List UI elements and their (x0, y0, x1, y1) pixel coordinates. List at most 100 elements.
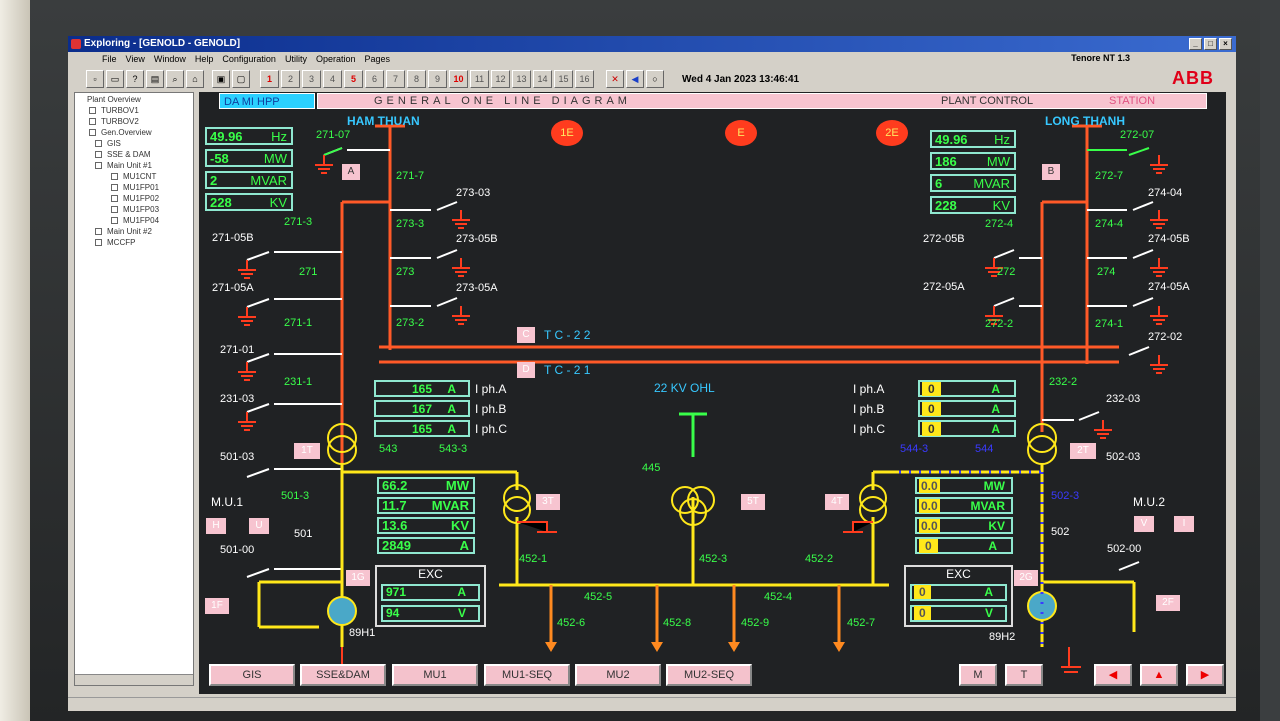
tag-v[interactable]: V (1134, 516, 1154, 532)
nav-mu2-button[interactable]: MU2 (575, 664, 661, 686)
open-folder-icon[interactable]: ▭ (106, 70, 124, 88)
nav-m-button[interactable]: M (959, 664, 997, 686)
label-271: 271 (299, 266, 318, 278)
nav-t-button[interactable]: T (1005, 664, 1043, 686)
menu-bar: File View Window Help Configuration Util… (68, 52, 1236, 66)
page-button-2[interactable]: 2 (281, 70, 300, 88)
label-501-3: 501-3 (281, 490, 310, 502)
nav-sse-dam-button[interactable]: SSE&DAM (300, 664, 386, 686)
menu-operation[interactable]: Operation (315, 54, 356, 64)
back-arrow-icon[interactable]: ◀ (626, 70, 644, 88)
tag-5t[interactable]: 5T (741, 494, 765, 510)
page-button-16[interactable]: 16 (575, 70, 594, 88)
nav-mu1-seq-button[interactable]: MU1-SEQ (484, 664, 570, 686)
circle-icon[interactable]: ○ (646, 70, 664, 88)
tag-u[interactable]: U (249, 518, 269, 534)
tag-2g[interactable]: 2G (1014, 570, 1038, 586)
tag-3t[interactable]: 3T (536, 494, 560, 510)
toolbar: ▫ ▭ ? ▤ ⌕ ⌂ ▣ ▢ 1 2 3 4 5 6 7 8 9 10 11 … (68, 67, 1168, 91)
page-button-12[interactable]: 12 (491, 70, 510, 88)
tree-item[interactable]: SSE & DAM (95, 150, 151, 159)
menu-view[interactable]: View (125, 54, 145, 64)
page-button-7[interactable]: 7 (386, 70, 405, 88)
menu-utility[interactable]: Utility (284, 54, 307, 64)
nav-gis-button[interactable]: GIS (209, 664, 295, 686)
tag-c[interactable]: C (517, 327, 535, 343)
tree-item[interactable]: MU1FP03 (111, 205, 159, 214)
tag-a[interactable]: A (342, 164, 360, 180)
page-button-1[interactable]: 1 (260, 70, 279, 88)
label-274-04: 274-04 (1148, 187, 1183, 199)
tag-2f[interactable]: 2F (1156, 595, 1180, 611)
label-271-7: 271-7 (396, 170, 425, 182)
window-icon[interactable]: ▢ (232, 70, 250, 88)
nav-mu2-seq-button[interactable]: MU2-SEQ (666, 664, 752, 686)
diagram-canvas: DA MI HPP GENERAL ONE LINE DIAGRAM PLANT… (199, 92, 1226, 694)
help-icon[interactable]: ? (126, 70, 144, 88)
maximize-button[interactable]: □ (1204, 38, 1217, 50)
close-button[interactable]: × (1219, 38, 1232, 50)
tree-item[interactable]: Plant Overview (87, 95, 141, 104)
tree-item[interactable]: Main Unit #1 (95, 161, 152, 170)
tree-item[interactable]: GIS (95, 139, 121, 148)
tree-item[interactable]: MU1FP02 (111, 194, 159, 203)
horizontal-scrollbar[interactable] (75, 674, 193, 685)
tag-h[interactable]: H (206, 518, 226, 534)
label-452-8: 452-8 (663, 617, 692, 629)
monitor-edge (1260, 0, 1280, 721)
tree-item[interactable]: Main Unit #2 (95, 227, 152, 236)
tree-item[interactable]: MU1FP01 (111, 183, 159, 192)
nav-mu1-button[interactable]: MU1 (392, 664, 478, 686)
page-button-9[interactable]: 9 (428, 70, 447, 88)
tag-4t[interactable]: 4T (825, 494, 849, 510)
tag-1g[interactable]: 1G (346, 570, 370, 586)
tree-item[interactable]: Gen.Overview (89, 128, 152, 137)
home-icon[interactable]: ⌂ (186, 70, 204, 88)
alarm-ack-icon[interactable]: ✕ (606, 70, 624, 88)
page-button-13[interactable]: 13 (512, 70, 531, 88)
tree-item[interactable]: TURBOV1 (89, 106, 139, 115)
marker-2e[interactable]: 2E (876, 120, 908, 146)
tag-2t[interactable]: 2T (1070, 443, 1096, 459)
page-button-5[interactable]: 5 (344, 70, 363, 88)
unit-2-label: M.U.2 (1133, 495, 1166, 509)
marker-e[interactable]: E (725, 120, 757, 146)
nav-right-arrow-icon[interactable]: ▶ (1186, 664, 1224, 686)
tree-item[interactable]: TURBOV2 (89, 117, 139, 126)
page-button-4[interactable]: 4 (323, 70, 342, 88)
menu-help[interactable]: Help (194, 54, 214, 64)
tag-1f[interactable]: 1F (205, 598, 229, 614)
tag-1t[interactable]: 1T (294, 443, 320, 459)
exc2-title: EXC (946, 567, 971, 581)
page-button-11[interactable]: 11 (470, 70, 489, 88)
page-button-10[interactable]: 10 (449, 70, 468, 88)
menu-configuration[interactable]: Configuration (222, 54, 276, 64)
nav-left-arrow-icon[interactable]: ◀ (1094, 664, 1132, 686)
tree-item[interactable]: MU1FP04 (111, 216, 159, 225)
print-icon[interactable]: ▤ (146, 70, 164, 88)
monitor-icon[interactable]: ▣ (212, 70, 230, 88)
tag-d[interactable]: D (517, 362, 535, 378)
tag-b[interactable]: B (1042, 164, 1060, 180)
page-button-14[interactable]: 14 (533, 70, 552, 88)
page-button-3[interactable]: 3 (302, 70, 321, 88)
menu-file[interactable]: File (102, 54, 117, 64)
tag-i[interactable]: I (1174, 516, 1194, 532)
label-272-05a: 272-05A (923, 281, 965, 293)
navigation-bar: GIS SSE&DAM MU1 MU1-SEQ MU2 MU2-SEQ M T … (199, 664, 1229, 690)
nav-up-arrow-icon[interactable]: ▲ (1140, 664, 1178, 686)
minimize-button[interactable]: _ (1189, 38, 1202, 50)
page-button-15[interactable]: 15 (554, 70, 573, 88)
page-button-8[interactable]: 8 (407, 70, 426, 88)
search-icon[interactable]: ⌕ (166, 70, 184, 88)
menu-pages[interactable]: Pages (364, 54, 391, 64)
marker-1e[interactable]: 1E (551, 120, 583, 146)
new-icon[interactable]: ▫ (86, 70, 104, 88)
menu-window[interactable]: Window (153, 54, 186, 64)
tree-item[interactable]: MU1CNT (111, 172, 156, 181)
page-button-6[interactable]: 6 (365, 70, 384, 88)
tree-item[interactable]: MCCFP (95, 238, 135, 247)
